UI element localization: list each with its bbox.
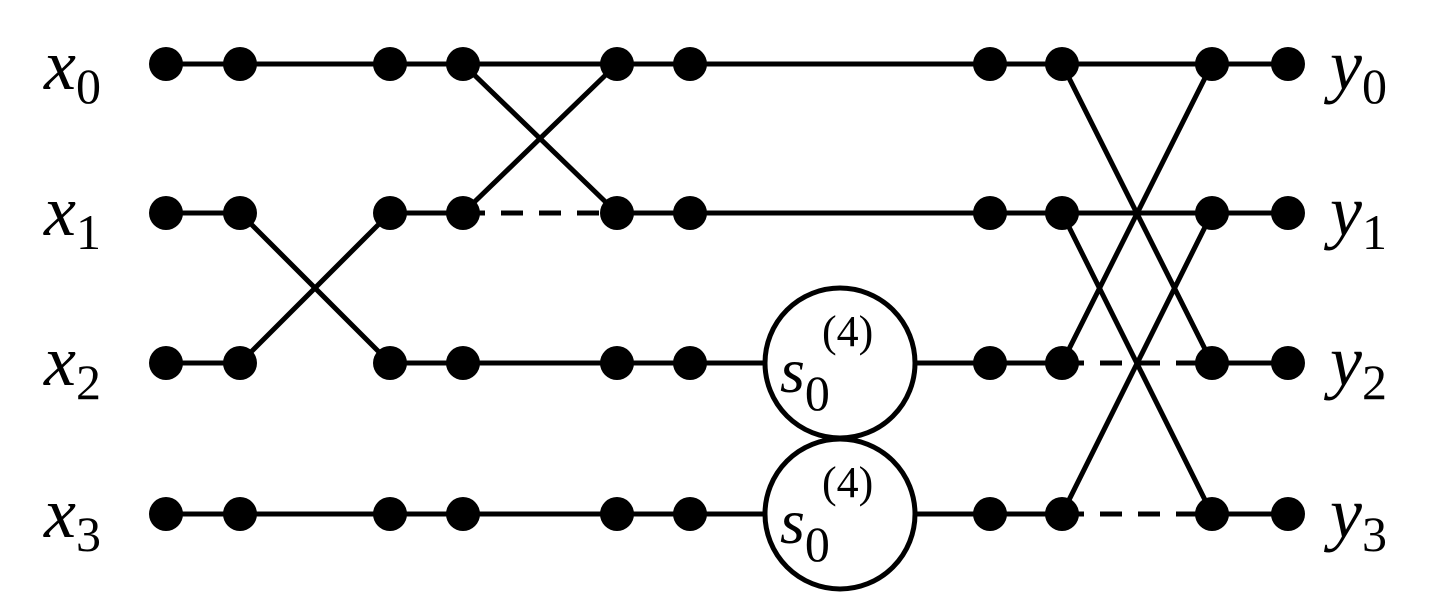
block-s0-upper-label: s0(4)	[780, 307, 873, 421]
node	[1195, 497, 1229, 531]
node	[600, 47, 634, 81]
crossover-stage-1	[237, 210, 393, 366]
input-label-x2: x2	[43, 321, 101, 410]
node	[1271, 497, 1305, 531]
node	[673, 47, 707, 81]
node	[223, 346, 257, 380]
node	[673, 346, 707, 380]
node	[973, 346, 1007, 380]
node	[373, 196, 407, 230]
node	[973, 497, 1007, 531]
crossover-stage-3	[1059, 61, 1215, 517]
node	[1271, 47, 1305, 81]
node	[1045, 346, 1079, 380]
node	[223, 497, 257, 531]
node	[1271, 196, 1305, 230]
crossover-stage-2	[460, 61, 620, 216]
node	[223, 47, 257, 81]
node	[1195, 196, 1229, 230]
node	[1271, 346, 1305, 380]
node	[673, 497, 707, 531]
node	[1195, 47, 1229, 81]
node	[149, 47, 183, 81]
block-s0-upper: s0(4)	[762, 285, 918, 441]
node	[223, 196, 257, 230]
output-label-y1: y1	[1323, 171, 1387, 260]
node	[373, 346, 407, 380]
nodes	[149, 47, 1305, 531]
input-label-x3: x3	[43, 473, 101, 562]
node	[446, 196, 480, 230]
block-s0-lower-label: s0(4)	[780, 458, 873, 572]
output-label-y0: y0	[1323, 25, 1387, 114]
node	[1045, 196, 1079, 230]
node	[446, 497, 480, 531]
input-label-x0: x0	[43, 25, 101, 114]
node	[973, 196, 1007, 230]
node	[600, 497, 634, 531]
node	[973, 47, 1007, 81]
output-label-y2: y2	[1323, 321, 1387, 410]
node	[149, 346, 183, 380]
node	[446, 346, 480, 380]
node	[373, 497, 407, 531]
node	[1045, 47, 1079, 81]
node	[600, 196, 634, 230]
node	[673, 196, 707, 230]
node	[373, 47, 407, 81]
node	[149, 196, 183, 230]
output-label-y3: y3	[1323, 473, 1387, 562]
node	[600, 346, 634, 380]
node	[1045, 497, 1079, 531]
node	[446, 47, 480, 81]
block-s0-lower: s0(4)	[762, 436, 918, 592]
input-label-x1: x1	[43, 171, 101, 260]
node	[1195, 346, 1229, 380]
node	[149, 497, 183, 531]
